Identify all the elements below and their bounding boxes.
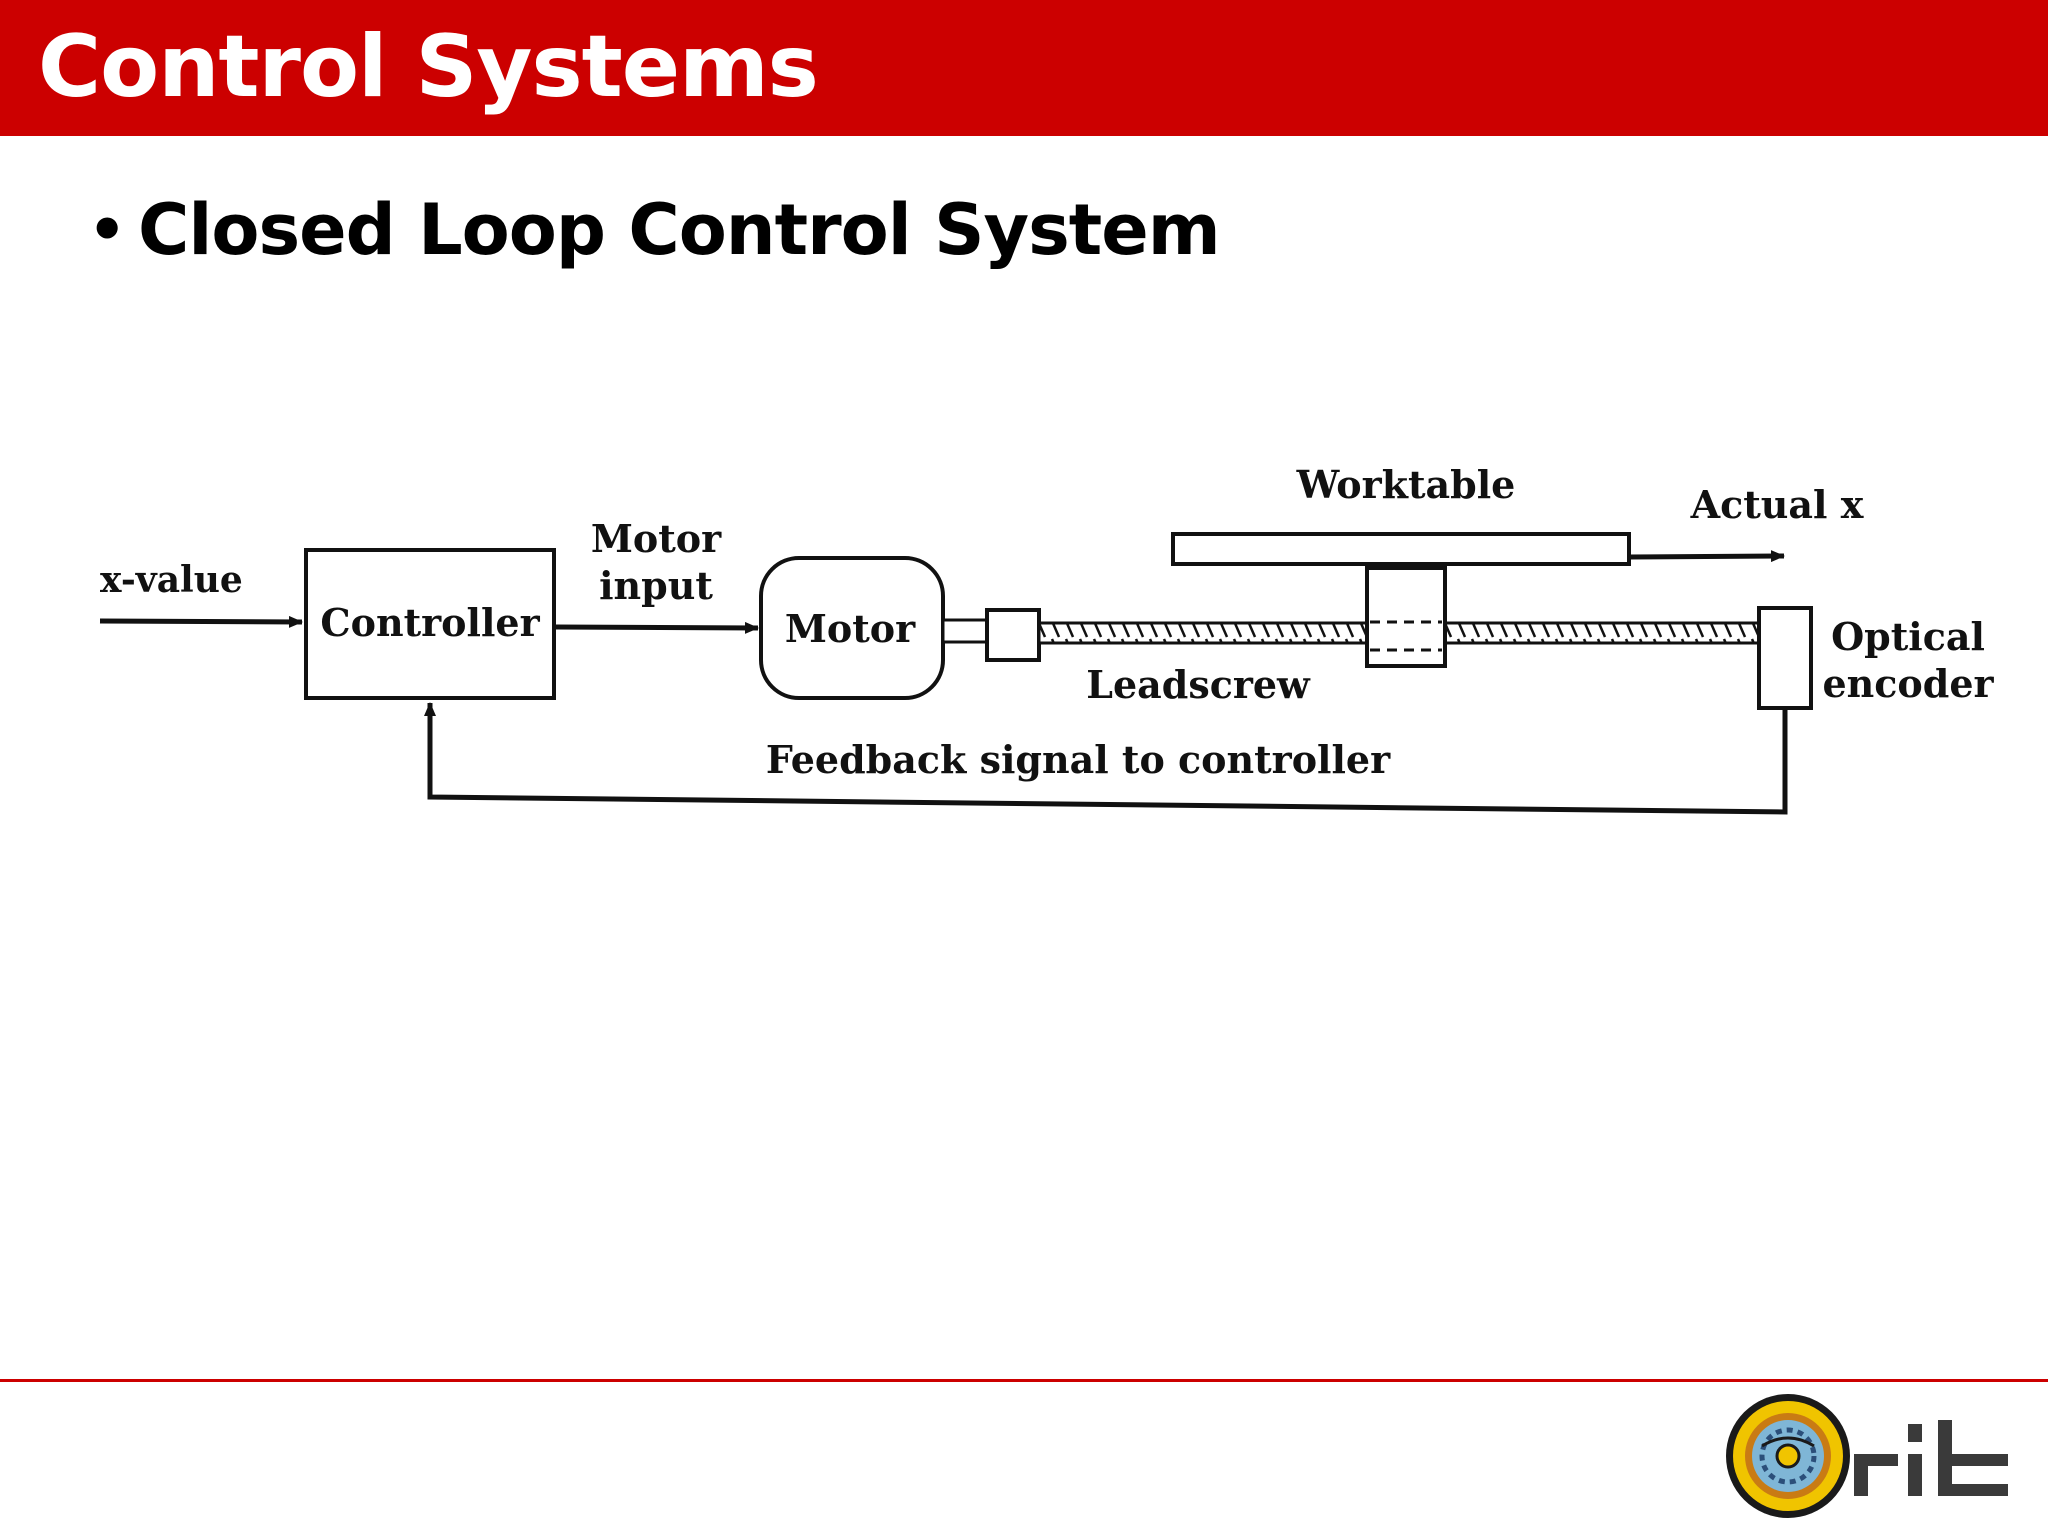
- motor-shaft: [941, 618, 989, 644]
- feedback-label: Feedback signal to controller: [766, 737, 1391, 782]
- rit-wordmark: [1854, 1420, 2008, 1496]
- rit-logo: [1726, 1394, 2008, 1518]
- optical-encoder: [1757, 606, 1813, 710]
- feedback-line: [424, 702, 1788, 815]
- encoder-label: Optical: [1831, 614, 1985, 659]
- footer-divider: [0, 1379, 2048, 1382]
- motor-input-label: Motor: [591, 516, 722, 561]
- motor-label: Motor: [785, 606, 916, 651]
- input-label: x-value: [100, 559, 243, 601]
- shaft-coupling: [985, 608, 1041, 662]
- bullet-text: Closed Loop Control System: [138, 189, 1221, 271]
- input-arrow: [99, 615, 303, 628]
- worktable-label: Worktable: [1296, 462, 1516, 507]
- bullet-item: •Closed Loop Control System: [88, 188, 1221, 272]
- controller-box: [304, 548, 556, 700]
- encoder-label: encoder: [1822, 661, 1994, 706]
- institute-emblem-icon: [1726, 1394, 1850, 1518]
- title-bar: Control Systems: [0, 0, 2048, 136]
- slide-title: Control Systems: [38, 17, 819, 117]
- worktable: [1171, 532, 1631, 566]
- leadscrew-label: Leadscrew: [1086, 662, 1311, 707]
- bullet-icon: •: [88, 195, 126, 265]
- actual-x-label: Actual x: [1690, 482, 1864, 527]
- motor-input-label: input: [599, 563, 713, 608]
- motor-input-arrow: [555, 621, 759, 634]
- actual-x-arrow: [1628, 550, 1785, 563]
- closed-loop-diagram: x-value Controller Motor input Motor Lea…: [99, 462, 1995, 815]
- controller-label: Controller: [320, 600, 540, 645]
